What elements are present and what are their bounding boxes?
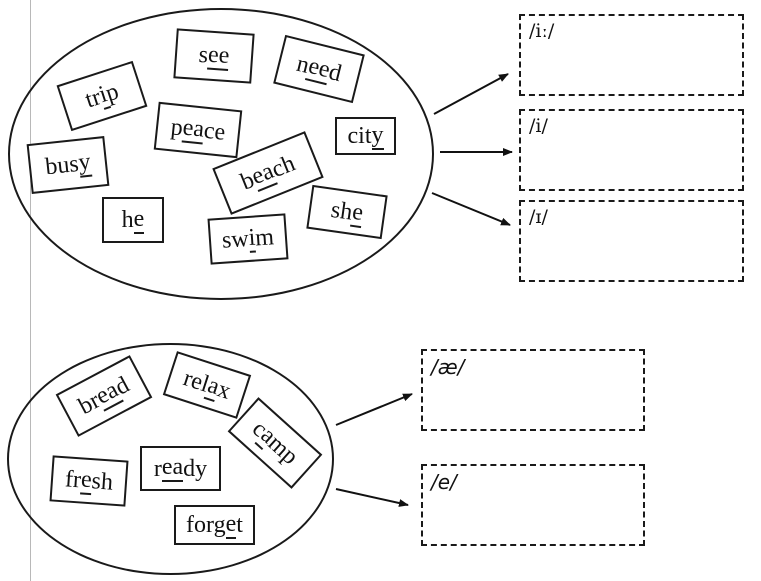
- sound-box-long-i[interactable]: /iː/: [519, 14, 744, 96]
- ipa-label: /æ/: [431, 355, 465, 379]
- underlined-letters: e: [133, 205, 145, 234]
- underlined-letters: y: [371, 121, 384, 150]
- ipa-label: /e/: [431, 470, 457, 494]
- arrow-to-small-cap-i: [431, 192, 511, 226]
- underlined-letters: e: [350, 198, 365, 228]
- ipa-label: /ɪ/: [529, 206, 548, 228]
- ipa-label: /iː/: [529, 20, 555, 42]
- underlined-letters: e: [225, 510, 237, 539]
- underlined-letters: y: [77, 148, 92, 178]
- sound-box-e[interactable]: /e/: [421, 464, 645, 546]
- underlined-letters: ea: [181, 113, 206, 145]
- word-oval-group-1: [8, 8, 434, 300]
- underlined-letters: ee: [207, 41, 231, 71]
- arrow-to-e: [335, 488, 409, 507]
- word-oval-group-2: [7, 343, 334, 575]
- ipa-label: /i/: [529, 115, 548, 137]
- arrow-to-ae: [335, 393, 413, 426]
- sound-box-ae[interactable]: /æ/: [421, 349, 645, 431]
- sound-box-small-cap-i[interactable]: /ɪ/: [519, 200, 744, 282]
- page-margin-line: [30, 0, 31, 581]
- arrow-to-long-i: [433, 73, 509, 115]
- sound-box-short-i[interactable]: /i/: [519, 109, 744, 191]
- underlined-letters: ea: [161, 454, 184, 482]
